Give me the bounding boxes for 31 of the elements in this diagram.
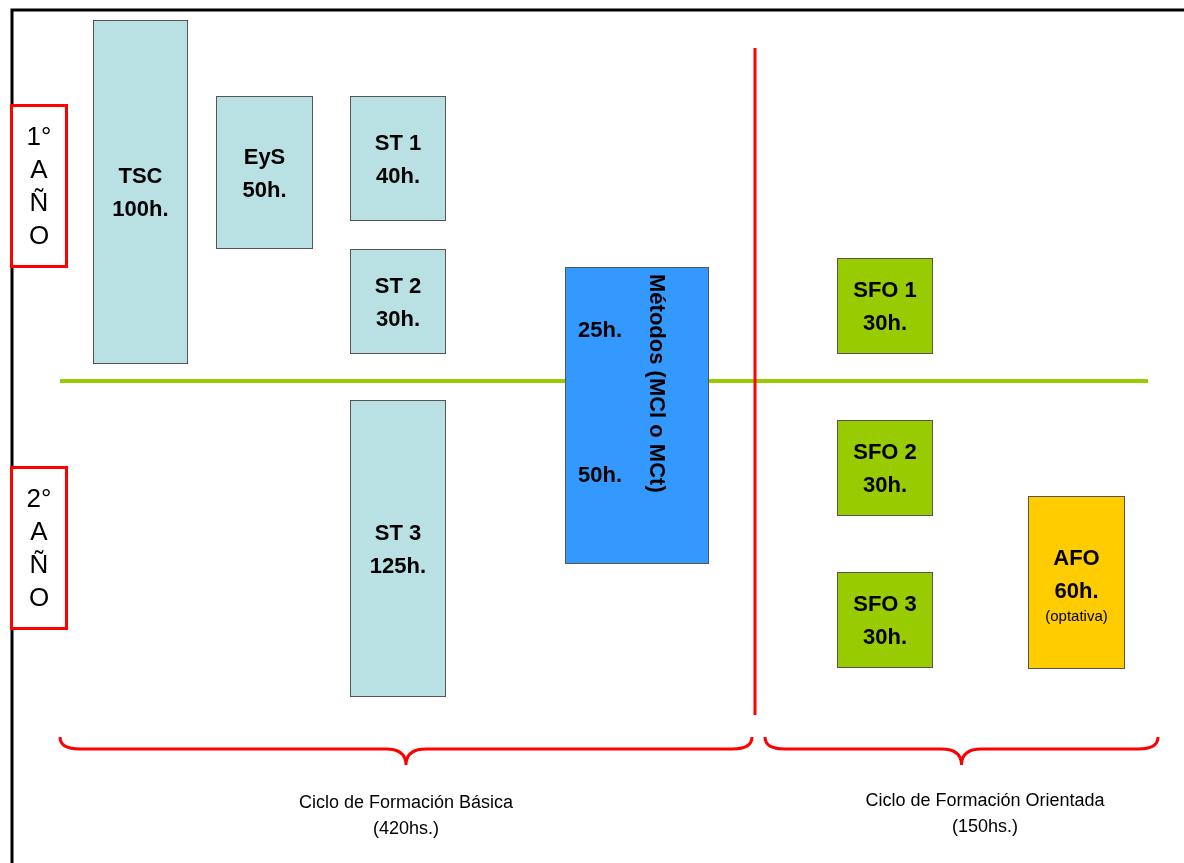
year-text: 1° A Ñ O	[25, 120, 53, 252]
course-title: Métodos (MCl o MCt)	[644, 274, 670, 493]
course-text: ST 1 40h.	[373, 128, 423, 190]
course-box	[216, 96, 313, 249]
note-text: (optativa)	[1045, 607, 1108, 624]
hours-text: 25h.	[578, 316, 623, 344]
course-text: SFO 1 30h.	[852, 276, 918, 337]
cycle-label: Ciclo de Formación Orientada	[865, 790, 1105, 811]
course-text: SFO 3 30h.	[852, 590, 918, 651]
year-label	[10, 466, 68, 630]
year-label	[10, 104, 68, 268]
cycle-label: (420hs.)	[373, 818, 439, 839]
course-text: ST 2 30h.	[373, 271, 423, 333]
course-box	[93, 20, 188, 364]
cycle-label: Ciclo de Formación Básica	[298, 792, 514, 813]
course-box	[350, 96, 446, 221]
course-text: EyS 50h.	[241, 142, 288, 204]
course-text: SFO 2 30h.	[852, 438, 918, 499]
course-box	[1028, 496, 1125, 669]
course-box	[837, 420, 933, 516]
course-box	[350, 400, 446, 697]
hours-text: 50h.	[578, 461, 623, 489]
course-box	[837, 572, 933, 668]
course-box	[350, 249, 446, 354]
course-box	[837, 258, 933, 354]
year-text: 2° A Ñ O	[25, 482, 53, 614]
cycle-label: (150hs.)	[952, 816, 1018, 837]
course-text: TSC 100h.	[111, 162, 170, 223]
course-text: ST 3 125h.	[368, 518, 428, 580]
course-box	[565, 267, 709, 564]
course-text: AFO 60h.	[1052, 544, 1101, 605]
